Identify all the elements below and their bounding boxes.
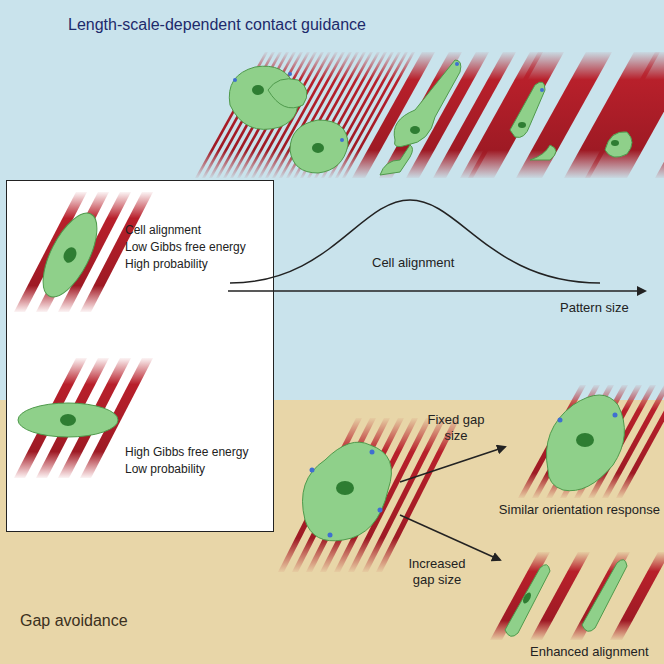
aligned-cell [32,205,108,304]
alignment-curve [230,200,600,283]
arrow-label: Increased gap size [404,556,470,587]
stripe [655,52,664,178]
aligned-cell [582,560,627,632]
result-label: Similar orientation response [499,502,660,517]
box-text: High Gibbs free energy [125,445,248,459]
stripe [585,52,664,178]
gap-cell [303,442,392,541]
stripe [342,52,415,178]
arrow [400,447,505,482]
box-text: Low probability [125,462,205,476]
box-text: Low Gibbs free energy [125,240,246,254]
cells-top [229,60,632,175]
axis-note: Cell alignment [372,255,454,270]
section-title: Gap avoidance [20,612,128,630]
axis-label: Pattern size [560,300,629,315]
legend-box: Cell alignmentLow Gibbs free energyHigh … [6,180,274,532]
box-text: High probability [125,257,208,271]
arrow-label: Fixed gap size [425,412,487,443]
fixed-gap-cell [546,395,624,491]
stripe-patterns [195,52,664,640]
axis-arrow [228,290,645,292]
stripe [468,52,564,178]
title: Length-scale-dependent contact guidance [68,16,366,34]
misaligned-cell [18,403,118,437]
box-ground [6,180,274,532]
box-text: Cell alignment [125,223,201,237]
arrow [400,515,500,560]
aligned-cell [505,565,550,637]
result-label: Enhanced alignment [530,644,649,659]
